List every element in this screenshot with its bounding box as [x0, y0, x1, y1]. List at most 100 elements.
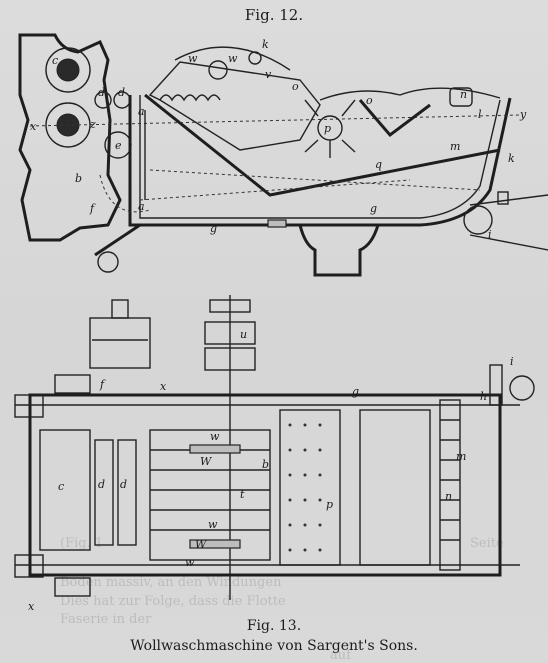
fig12-lower-pulley: [97, 251, 119, 273]
fig13-roller-c: [39, 429, 91, 551]
main-caption: Wollwaschmaschine von Sargent's Sons.: [130, 638, 418, 654]
fig13-roller-d1: [94, 439, 114, 546]
fig12-roller-upper: [45, 47, 91, 93]
fig12-label-d1: d: [98, 86, 105, 99]
fig13-main-frame: [28, 393, 502, 577]
fig12-rake-arc: [174, 46, 291, 71]
fig13-perforation-dots: [288, 423, 322, 552]
fig13-label-w1: w: [210, 430, 220, 443]
fig13-ladder-rungs: [440, 419, 460, 541]
fig13-label-p: p: [326, 498, 333, 511]
fig12-rake-teeth: [159, 94, 221, 102]
fig13-label-m: m: [456, 450, 466, 463]
fig12-label-b: b: [75, 172, 82, 185]
fig12-label-q: q: [375, 158, 382, 171]
fig13-tub-n: [359, 409, 431, 566]
fig13-pipe-vertical: [489, 364, 503, 406]
fig12-level-line: [29, 114, 521, 127]
fig13-label-d2: d: [120, 478, 127, 491]
fig12-label-a1: a: [138, 105, 145, 118]
fig12-label-d2: d: [118, 86, 125, 99]
fig13-left-bearing-top: [14, 394, 44, 418]
fig12-label-f: f: [89, 202, 96, 215]
fig13-label-f: f: [99, 378, 106, 391]
fig13-label-w3: w: [185, 556, 195, 569]
fig12-dashed-arc-f: [99, 174, 151, 213]
fig13-label-n: n: [445, 490, 452, 503]
fig13-perforated-plate: [279, 409, 341, 566]
fig12-dashed-3: [139, 179, 411, 201]
fig12-dashed-2: [149, 169, 481, 191]
fig12-label-i: i: [488, 228, 492, 241]
fig12-label-g2: g: [370, 202, 377, 215]
fig13-roller-d2: [117, 439, 137, 546]
fig13-label-d1: d: [98, 478, 105, 491]
fig13-label-c: c: [58, 480, 64, 493]
fig12-tub-inner: [139, 95, 501, 219]
fig12-label-k2: k: [508, 152, 515, 165]
fig12-label-n: n: [460, 88, 467, 101]
fig12-left-frame: [18, 33, 122, 242]
fig13-gear-top: [54, 374, 91, 394]
fig12-label-z: z: [89, 118, 96, 131]
fig13-crank-w-top: [189, 444, 241, 454]
fig12-label-m: m: [450, 140, 460, 153]
fig13-gear-bottom: [54, 577, 91, 597]
fig13-label-x2: x: [28, 600, 35, 613]
fig13-label-x1: x: [160, 380, 167, 393]
fig13-label-t: t: [240, 488, 245, 501]
fig12-label-k1: k: [262, 38, 269, 51]
fig13-ladder: [439, 399, 461, 571]
fig12-crank-w: [208, 60, 228, 80]
fig12-rake-frame: [148, 61, 321, 151]
fig12-crank-k: [248, 51, 262, 65]
fig13-label-g: g: [352, 385, 359, 398]
bleed-text-3: Boden massiv, an den Windungen: [60, 575, 282, 590]
fig13-pedestal: [89, 317, 151, 369]
fig13-crank-w-bottom: [189, 539, 241, 549]
fig13-label-u: u: [240, 328, 247, 341]
fig12-label-g1: g: [210, 222, 217, 235]
fig12-foot: [298, 224, 380, 277]
fig13-valve-i: [509, 375, 535, 401]
fig12-label-w1: w: [188, 52, 198, 65]
fig12-label-o1: o: [292, 80, 299, 93]
fig12-wheel-p-spokes: [304, 99, 356, 158]
fig12-caption: Fig. 12.: [244, 6, 304, 24]
fig12-label-p: p: [324, 122, 331, 135]
fig12-label-c1: c: [52, 54, 58, 67]
fig12-valve-handle: [497, 191, 509, 205]
fig13-label-W2: W: [195, 538, 208, 551]
fig13-left-bearing-bottom: [14, 554, 44, 578]
bleed-text-1: (Fig. 1: [60, 536, 104, 551]
fig12-label-e: e: [115, 139, 122, 152]
fig13-caption: Fig. 13.: [246, 618, 302, 634]
fig12-inclined-plate: [144, 93, 501, 197]
fig12-label-y: y: [519, 108, 527, 121]
fig13-rake-area: [149, 429, 271, 561]
fig13-label-i: i: [510, 355, 514, 368]
bleed-text-4: Dies hat zur Folge, dass die Flotte: [60, 594, 286, 609]
fig12-gear-d1: [94, 91, 112, 109]
fig12-valve-n: [449, 87, 473, 107]
bleed-text-6: auf: [330, 648, 351, 663]
fig12-label-l: l: [478, 108, 482, 121]
bleed-text-2: Seite: [470, 536, 504, 551]
fig12-pusher-o: [358, 99, 431, 138]
fig12-label-o2: o: [366, 94, 373, 107]
fig13-label-b: b: [262, 458, 269, 471]
fig12-surface-curve: [319, 87, 501, 101]
fig13-pedestal-screw: [111, 299, 129, 319]
fig12-lower-arm: [94, 223, 141, 257]
fig12-label-a2: a: [138, 200, 145, 213]
fig12-label-w2: w: [228, 52, 238, 65]
fig12-tub-outer: [128, 95, 512, 227]
fig13-label-h: h: [480, 390, 487, 403]
fig12-label-v: v: [265, 68, 272, 81]
bleed-text-5: Faserie in der: [60, 612, 152, 627]
fig12-drain-valve: [463, 205, 493, 235]
fig13-label-w2: w: [208, 518, 218, 531]
fig12-drain-pipe: [469, 194, 548, 251]
